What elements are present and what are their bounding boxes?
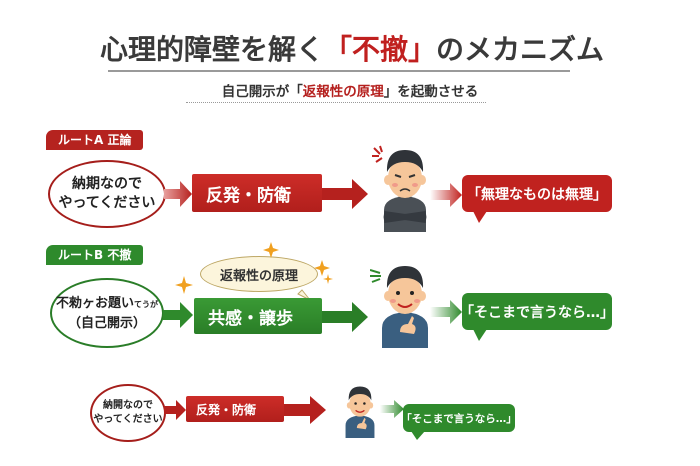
bubble-tail [411, 431, 425, 440]
route-a-request-oval: 納期なのでやってください [48, 160, 166, 228]
arrow-icon [430, 183, 462, 207]
smiling-person-thumbs-up-icon [370, 266, 428, 348]
route-b-request-oval: 不勑ヶお題いてうが （自己開示） [50, 278, 164, 348]
route-c-response-bubble: 「そこまで言うなら…」 [401, 404, 517, 432]
sparkle-icon [175, 242, 333, 301]
arrow-icon [164, 400, 186, 420]
subtitle-divider [186, 102, 486, 103]
arrow-icon [163, 302, 193, 328]
route-c-request-line2: やってください [93, 414, 163, 425]
arrow-icon [284, 396, 326, 424]
subtitle-suffix: 」を起動させる [383, 84, 479, 100]
arrow-icon [430, 300, 462, 324]
reciprocity-thought-bubble: 返報性の原理 [200, 256, 318, 292]
subtitle: 自己開示が「返報性の原理」を起動させる [130, 80, 570, 100]
arrow-icon [322, 179, 368, 209]
title-prefix: 心理的障壁を解く [100, 33, 325, 66]
route-a-reaction-box: 反発・防衛 [192, 174, 322, 212]
arrow-icon [164, 181, 192, 207]
arrow-icon [380, 400, 404, 418]
arrow-icon [322, 302, 368, 332]
route-a-request-line2: やってください [58, 195, 156, 211]
route-a-response-bubble: 「無理なものは無理」 [462, 175, 612, 212]
route-b-request-line2: （自己開示） [67, 315, 146, 331]
bubble-tail [473, 329, 487, 341]
route-a-tag: ルートA 正論 [46, 130, 144, 150]
angry-person-arms-crossed-icon [372, 145, 427, 232]
route-b-request-line1-small: てうが [134, 299, 158, 309]
title-suffix: のメカニズム [436, 33, 605, 66]
route-b-reaction-box: 共感・譲歩 [194, 298, 322, 334]
route-b-tag: ルートB 不撤 [46, 245, 144, 265]
route-a-request-line1: 納期なので [71, 176, 142, 192]
subtitle-prefix: 自己開示が「 [221, 84, 303, 100]
route-c-request-oval: 納開なのでやってください [90, 384, 166, 442]
route-b-response-bubble: 「そこまで言うなら…」 [460, 293, 614, 330]
subtitle-highlight: 返報性の原理 [302, 84, 384, 100]
title-divider [108, 70, 570, 72]
smiling-person-icon [345, 386, 375, 439]
route-c-reaction-box: 反発・防衛 [186, 396, 284, 422]
page-title: 心理的障壁を解く「不撤」のメカニズム [100, 28, 604, 68]
title-highlight: 「不撤」 [324, 33, 437, 66]
route-b-request-line1: 不勑ヶお題い [55, 295, 134, 311]
bubble-tail [473, 211, 487, 223]
route-c-request-line1: 納開なので [102, 400, 153, 411]
